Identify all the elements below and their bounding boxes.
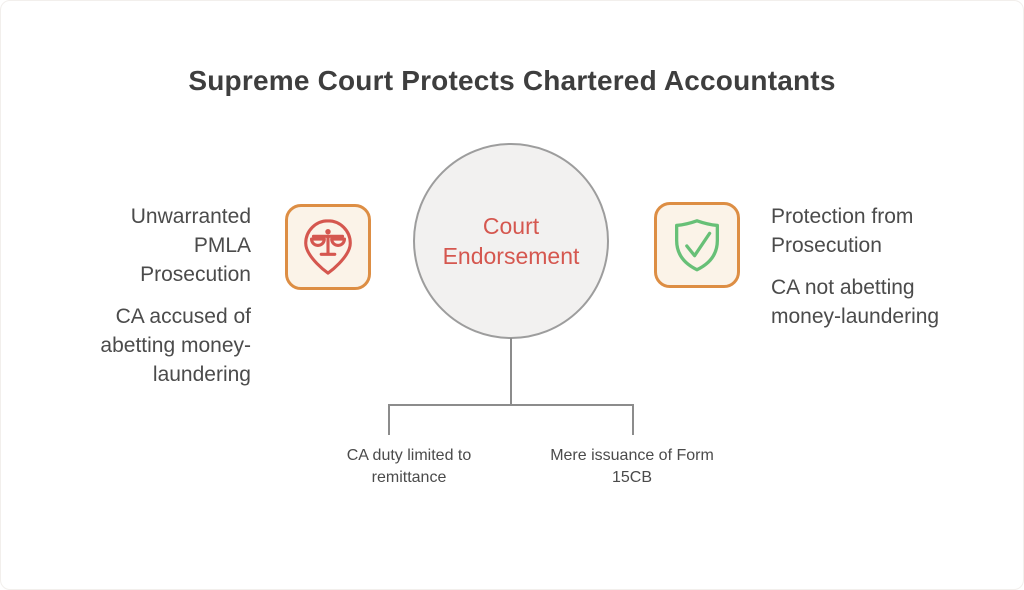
- right-note-para-1: Protection from Prosecution: [771, 205, 914, 257]
- connector-drop-left: [388, 404, 390, 435]
- center-node: Court Endorsement: [413, 143, 609, 339]
- connector-drop-right: [632, 404, 634, 435]
- scales-pin-icon: [285, 204, 371, 290]
- branch-label-right: Mere issuance of Form 15CB: [550, 447, 714, 487]
- shield-check-icon-graphic: [675, 219, 719, 272]
- center-node-label: Court Endorsement: [442, 212, 580, 269]
- page-title: Supreme Court Protects Chartered Account…: [188, 65, 836, 96]
- scales-pin-icon-graphic: [304, 219, 352, 275]
- left-note-para-2: CA accused of abetting money-laundering: [100, 304, 251, 386]
- connector-crossbar: [388, 404, 634, 406]
- right-note-para-2: CA not abetting money-laundering: [771, 275, 940, 328]
- right-note: Protection from Prosecution CA not abett…: [771, 203, 983, 332]
- connector-stem: [510, 338, 512, 406]
- left-note: Unwarranted PMLA Prosecution CA accused …: [81, 203, 251, 390]
- shield-check-icon: [654, 202, 740, 288]
- branch-label-left: CA duty limited to remittance: [346, 447, 472, 487]
- left-note-para-1: Unwarranted PMLA Prosecution: [130, 205, 251, 286]
